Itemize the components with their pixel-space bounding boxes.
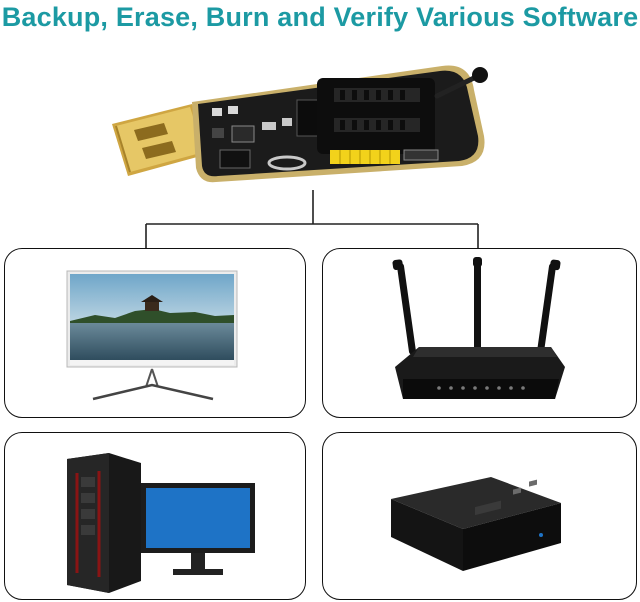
target-box-tv-box: [322, 432, 637, 600]
zif-socket: [317, 78, 435, 154]
desktop-pc-icon: [67, 453, 255, 593]
usb-plug: [112, 104, 208, 176]
target-box-desktop-pc: [4, 432, 306, 600]
usb-programmer-image: [112, 65, 488, 183]
router-icon: [392, 257, 565, 399]
socket-lever: [434, 67, 488, 99]
monitor-icon: [66, 270, 238, 401]
tv-box-icon: [391, 477, 561, 571]
target-box-monitor: [4, 248, 306, 418]
headline: Backup, Erase, Burn and Verify Various S…: [1, 2, 639, 32]
pin-header: [330, 149, 439, 164]
target-box-router: [322, 248, 637, 418]
